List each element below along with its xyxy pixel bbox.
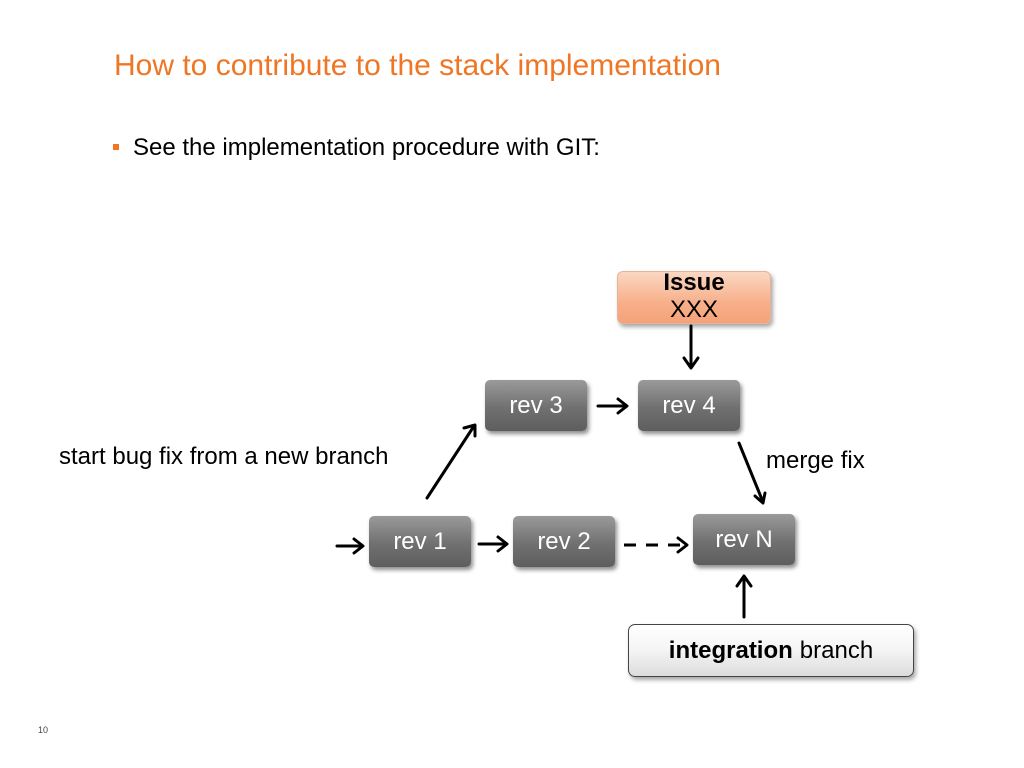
arrow-into-rev1 [335,537,365,555]
issue-id: XXX [669,296,719,323]
node-rev-3: rev 3 [485,380,587,431]
integration-text: branch [799,636,874,664]
page-number: 10 [38,725,49,735]
node-rev-n: rev N [693,514,795,565]
arrow-rev3-to-rev4 [596,397,629,415]
issue-title: Issue [663,269,725,296]
merge-note-label: merge fix [766,447,865,474]
arrow-merge-rev4-to-revn [737,441,767,505]
arrow-issue-to-rev4 [682,324,700,370]
issue-box: Issue XXX [617,269,771,324]
integration-bold-text: integration [668,636,793,664]
node-rev-4: rev 4 [638,380,740,431]
node-rev-1: rev 1 [369,516,471,567]
arrow-rev1-to-rev2 [477,535,509,553]
arrow-integration-to-revn [735,574,753,619]
bullet-text: See the implementation procedure with GI… [133,134,600,161]
arrow-branch-to-rev3 [425,423,477,500]
slide-title: How to contribute to the stack implement… [114,49,721,82]
arrow-rev2-to-revn-dashed [624,536,689,554]
node-rev-2: rev 2 [513,516,615,567]
bullet-item: See the implementation procedure with GI… [113,134,600,162]
branch-note-label: start bug fix from a new branch [59,443,389,470]
bullet-square-icon [113,144,119,150]
